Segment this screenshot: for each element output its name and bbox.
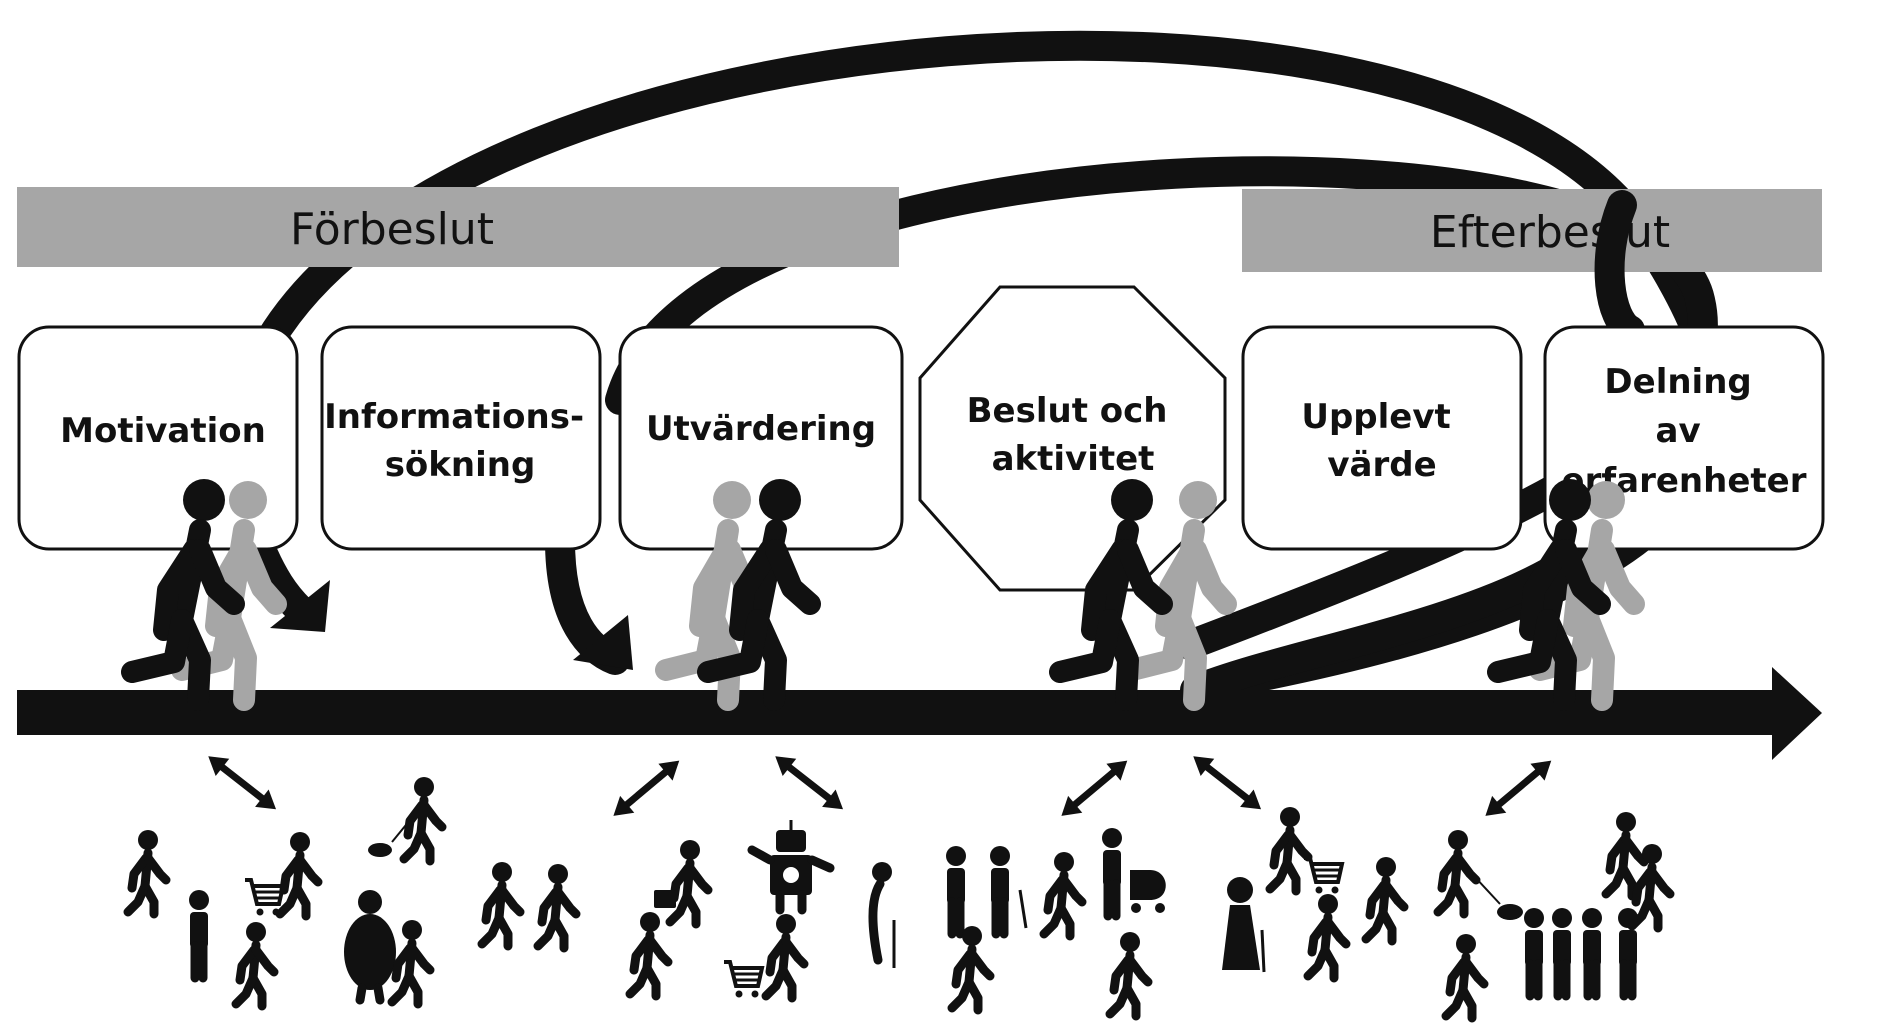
stage-information: Informations- sökning: [320, 325, 602, 551]
crowd-person-icon: [1222, 877, 1266, 973]
stage-motivation: Motivation: [17, 325, 299, 551]
stage-label-value: Upplevt värde: [1301, 397, 1462, 485]
stage-sharing: Delning av erfarenheter: [1543, 325, 1825, 551]
crowd-person-icon: [952, 926, 990, 1010]
family-icon: [1524, 908, 1638, 996]
timeline-arrow: [17, 667, 1822, 760]
stage-label-motivation: Motivation: [60, 411, 266, 451]
crowd-person-icon: [1446, 934, 1484, 1018]
dog-walker-icon: [1438, 830, 1523, 920]
stage-label-evaluation: Utvärdering: [646, 409, 876, 449]
stroller-icon: [1102, 828, 1166, 916]
stage-value: Upplevt värde: [1241, 325, 1523, 551]
arrow-to-information-head: [270, 580, 330, 632]
double-arrow-icon: [606, 752, 686, 824]
crowd: [128, 777, 1670, 1018]
crowd-person-icon: [1044, 852, 1082, 936]
shopping-cart-icon: [243, 832, 318, 916]
arrow-to-evaluation-head: [573, 615, 633, 670]
shopping-cart-icon: [722, 914, 804, 998]
crowd-person-icon: [189, 890, 209, 978]
crowd-person-icon: [946, 846, 1028, 934]
double-arrow-icon: [768, 748, 849, 818]
crowd-person-icon: [654, 840, 708, 924]
stage-label-decision: Beslut och aktivitet: [967, 391, 1180, 479]
crowd-person-icon: [868, 862, 896, 968]
crowd-person-icon: [392, 920, 430, 1004]
stage-evaluation: Utvärdering: [618, 325, 904, 551]
double-arrow-icon: [1054, 752, 1134, 824]
dog-walker-icon: [368, 777, 442, 861]
phase-label-pre: Förbeslut: [290, 204, 494, 255]
crowd-person-icon: [482, 862, 520, 946]
double-arrow-icon: [201, 748, 282, 818]
stage-label-information: Informations- sökning: [324, 397, 596, 485]
double-arrow-icon: [1478, 752, 1558, 824]
phase-bar-pre: Förbeslut: [17, 187, 899, 267]
double-arrow-icon: [1186, 748, 1267, 818]
shopping-cart-icon: [1270, 807, 1344, 896]
robot-icon: [747, 820, 835, 915]
stage-decision: Beslut och aktivitet: [918, 285, 1227, 592]
crowd-person-icon: [1110, 932, 1148, 1016]
crowd-person-icon: [128, 830, 166, 914]
outer-feedback-loop-front: [1594, 190, 1645, 345]
crowd-person-icon: [538, 864, 576, 948]
crowd-person-icon: [1308, 894, 1346, 978]
crowd-person-icon: [236, 922, 274, 1006]
crowd-person-icon: [344, 890, 396, 1005]
crowd-person-icon: [1366, 857, 1404, 941]
crowd-person-icon: [630, 912, 668, 996]
phase-bar-post: Efterbeslut: [1242, 189, 1822, 272]
